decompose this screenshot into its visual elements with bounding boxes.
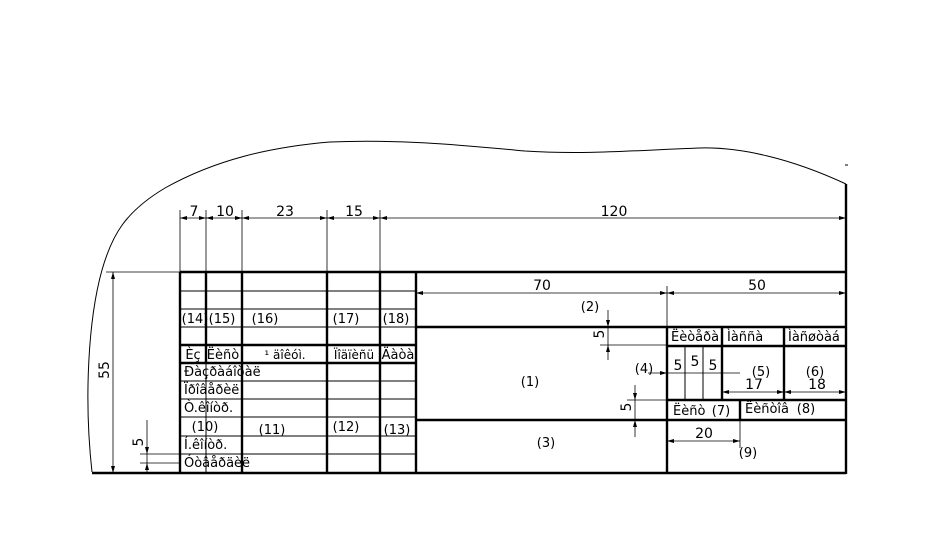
field-6: (6) xyxy=(806,365,824,380)
dim-label-15: 15 xyxy=(345,204,363,220)
break-line xyxy=(87,140,847,473)
dim-label-5-f2: 5 xyxy=(592,330,608,339)
field-11: (11) xyxy=(259,423,286,438)
dim-label-5-f4: 5 xyxy=(619,403,635,412)
role-developer: Ðàçðàáîòàë xyxy=(184,365,261,380)
field-9: (9) xyxy=(739,446,757,461)
role-approver: Óòâåðäèë xyxy=(184,455,250,471)
field-18: (18) xyxy=(383,312,410,327)
label-masshtab: Ìàñøòàá xyxy=(788,329,840,345)
arrowheads xyxy=(111,216,846,473)
field-14: (14) xyxy=(182,312,209,327)
label-litera: Ëèòåðà xyxy=(671,329,719,345)
role-tech-control: Ò.êîíòð. xyxy=(184,400,233,416)
field-3: (3) xyxy=(537,436,555,451)
field-17: (17) xyxy=(333,312,360,327)
header-signature: Ïîäïèñü xyxy=(334,347,374,362)
field-4: (4) xyxy=(635,362,653,377)
role-norm-control: Í.êîíòð. xyxy=(184,437,227,453)
dim-label-sub-b: 5 xyxy=(691,354,700,370)
dim-label-sub-a: 5 xyxy=(674,358,683,374)
dim-label-20: 20 xyxy=(695,426,713,442)
field-13: (13) xyxy=(384,423,411,438)
field-15: (15) xyxy=(209,312,236,327)
dim-label-17: 17 xyxy=(745,377,763,393)
dim-label-70: 70 xyxy=(533,278,551,294)
field-10: (10) xyxy=(192,420,219,435)
header-doc-no: ¹ äîêóì. xyxy=(264,348,305,362)
label-massa: Ìàññà xyxy=(727,329,763,345)
field-5: (5) xyxy=(752,365,770,380)
dim-label-50: 50 xyxy=(748,278,766,294)
header-list: Ëèñò xyxy=(207,347,239,363)
dim-label-18: 18 xyxy=(808,377,826,393)
dim-label-10: 10 xyxy=(216,204,234,220)
dim-label-5-left: 5 xyxy=(131,438,147,447)
field-2: (2) xyxy=(581,300,599,315)
label-sheet: Ëèñò xyxy=(673,403,705,419)
header-izm: Èç xyxy=(185,347,200,363)
field-8: (8) xyxy=(797,402,815,417)
field-12: (12) xyxy=(333,420,360,435)
dim-label-120: 120 xyxy=(601,204,628,220)
dim-label-7: 7 xyxy=(190,204,199,220)
dim-label-23: 23 xyxy=(276,204,294,220)
field-16: (16) xyxy=(252,312,279,327)
header-date: Äàòà xyxy=(382,347,415,363)
field-1: (1) xyxy=(521,375,539,390)
field-7: (7) xyxy=(712,404,730,419)
dim-label-55: 55 xyxy=(97,361,113,379)
dim-label-sub-c: 5 xyxy=(709,358,718,374)
role-checker: Ïðîâåðèë xyxy=(184,382,239,398)
label-sheets: Ëèñòîâ xyxy=(745,401,789,417)
